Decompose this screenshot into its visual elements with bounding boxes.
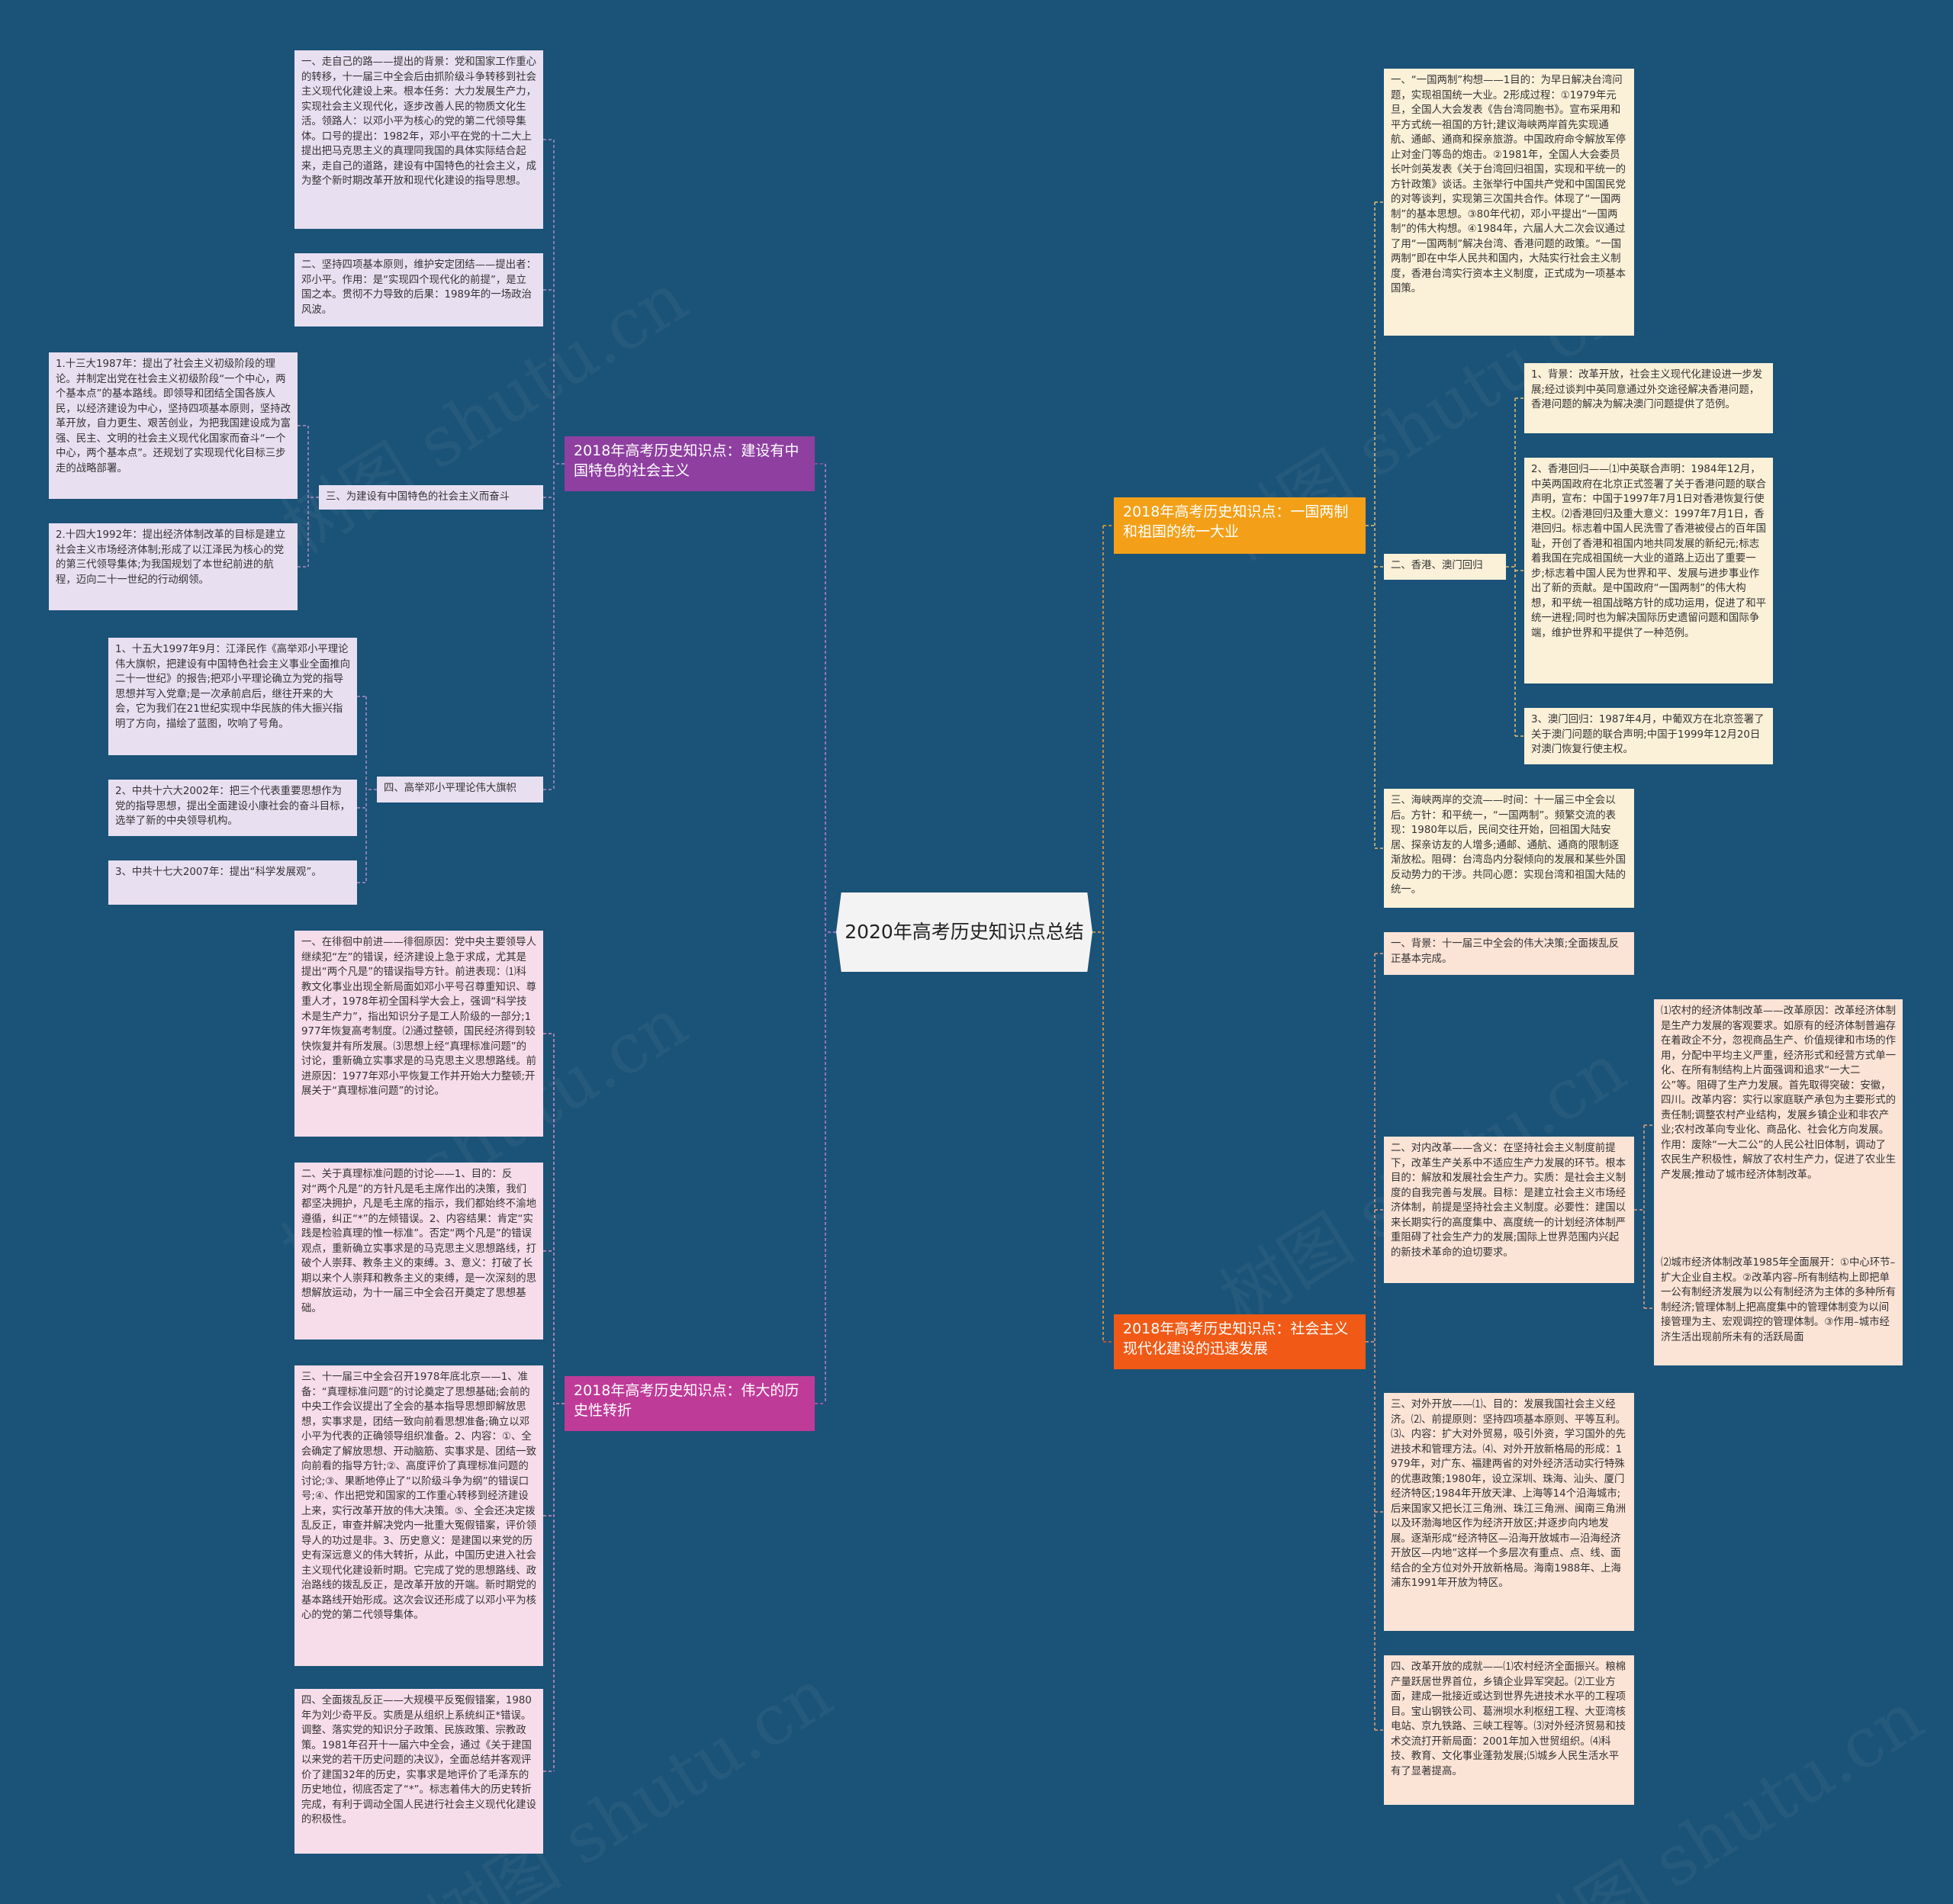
node-17th-congress[interactable]: 3、中共十七大2007年：提出“科学发展观”。 <box>108 860 357 905</box>
node-13th-congress[interactable]: 1.十三大1987年：提出了社会主义初级阶段的理论。并制定出党在社会主义初级阶段… <box>49 352 298 499</box>
node-own-path[interactable]: 一、走自己的路——提出的背景：党和国家工作重心的转移，十一届三中全会后由抓阶级斗… <box>294 50 543 229</box>
node-rural-reform[interactable]: ⑴农村的经济体制改革——改革原因：改革经济体制是生产力发展的客观要求。如原有的经… <box>1654 999 1903 1251</box>
node-16th-congress[interactable]: 2、中共十六大2002年：把三个代表重要思想作为党的指导思想，提出全面建设小康社… <box>108 780 357 836</box>
node-internal-reform[interactable]: 二、对内改革——含义：在坚持社会主义制度前提下，改革生产关系中不适应生产力发展的… <box>1384 1137 1634 1283</box>
node-cross-strait-exchange[interactable]: 三、海峡两岸的交流——时间：十一届三中全会以后。方针：和平统一，“一国两制”。频… <box>1384 789 1634 908</box>
node-hesitant-progress[interactable]: 一、在徘徊中前进——徘徊原因：党中央主要领导人继续犯“左”的错误，经济建设上急于… <box>294 931 543 1137</box>
node-one-country-two-systems-concept[interactable]: 一、“一国两制”构想——1目的：为早日解决台湾问题，实现祖国统一大业。2形成过程… <box>1384 69 1634 336</box>
node-macau-return[interactable]: 3、澳门回归：1987年4月，中葡双方在北京签署了关于澳门问题的联合声明;中国于… <box>1524 708 1773 764</box>
branch-modernization-development[interactable]: 2018年高考历史知识点：社会主义现代化建设的迅速发展 <box>1114 1314 1366 1369</box>
node-third-plenum[interactable]: 三、十一届三中全会召开1978年底北京——1、准备：“真理标准问题”的讨论奠定了… <box>294 1365 543 1666</box>
node-hk-macau-return[interactable]: 二、香港、澳门回归 <box>1384 554 1506 580</box>
node-opening-up[interactable]: 三、对外开放——⑴、目的：发展我国社会主义经济。⑵、前提原则：坚持四项基本原则、… <box>1384 1393 1634 1631</box>
central-topic[interactable]: 2020年高考历史知识点总结 <box>836 892 1092 972</box>
node-set-things-right[interactable]: 四、全面拨乱反正——大规模平反冤假错案，1980年为刘少奇平反。实质是从组织上系… <box>294 1689 543 1854</box>
node-reform-background[interactable]: 一、背景：十一届三中全会的伟大决策;全面拨乱反正基本完成。 <box>1384 932 1634 975</box>
node-deng-theory-banner[interactable]: 四、高举邓小平理论伟大旗帜 <box>377 777 543 802</box>
branch-one-country-two-systems[interactable]: 2018年高考历史知识点：一国两制和祖国的统一大业 <box>1114 497 1366 554</box>
node-hong-kong-return[interactable]: 2、香港回归——⑴中英联合声明：1984年12月，中英两国政府在北京正式签署了关… <box>1524 458 1773 683</box>
branch-historic-turning-point[interactable]: 2018年高考历史知识点：伟大的历史性转折 <box>565 1376 815 1431</box>
node-four-cardinal-principles[interactable]: 二、坚持四项基本原则，维护安定团结——提出者：邓小平。作用：是“实现四个现代化的… <box>294 253 543 326</box>
branch-socialism-chinese-characteristics[interactable]: 2018年高考历史知识点：建设有中国特色的社会主义 <box>565 436 815 491</box>
node-14th-congress[interactable]: 2.十四大1992年：提出经济体制改革的目标是建立社会主义市场经济体制;形成了以… <box>49 523 298 610</box>
node-return-background[interactable]: 1、背景：改革开放，社会主义现代化建设进一步发展;经过谈判中英同意通过外交途径解… <box>1524 363 1773 433</box>
node-truth-criterion-debate[interactable]: 二、关于真理标准问题的讨论——1、目的：反对“两个凡是”的方针凡是毛主席作出的决… <box>294 1163 543 1340</box>
node-strive-for-socialism[interactable]: 三、为建设有中国特色的社会主义而奋斗 <box>319 485 543 510</box>
node-reform-achievements[interactable]: 四、改革开放的成就——⑴农村经济全面振兴。粮棉产量跃居世界首位，乡镇企业异军突起… <box>1384 1655 1634 1805</box>
node-urban-reform[interactable]: ⑵城市经济体制改革1985年全面展开：①中心环节–扩大企业自主权。②改革内容–所… <box>1654 1251 1903 1365</box>
node-15th-congress[interactable]: 1、十五大1997年9月：江泽民作《高举邓小平理论伟大旗帜，把建设有中国特色社会… <box>108 638 357 755</box>
